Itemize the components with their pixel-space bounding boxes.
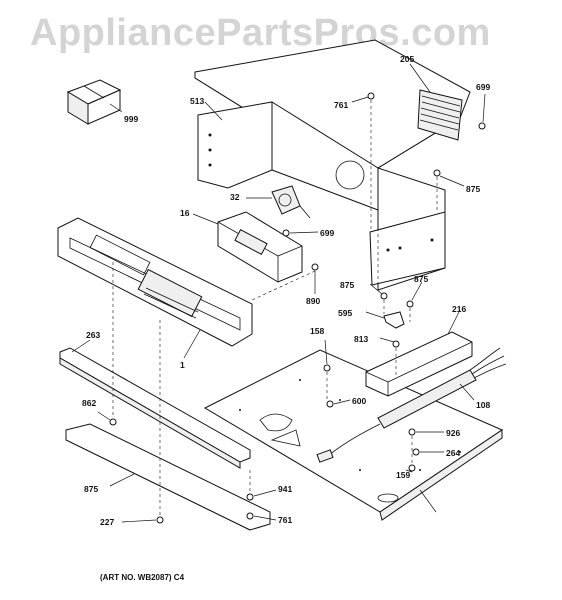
leader-lines	[71, 63, 486, 523]
callout-263: 263	[86, 330, 100, 340]
callout-513: 513	[190, 96, 204, 106]
callout-600: 108	[476, 400, 490, 410]
bottom-tray-part	[203, 349, 504, 521]
callout-699-top: 699	[476, 82, 490, 92]
lower-bracket-part	[65, 423, 271, 531]
callout-1: 1	[180, 360, 185, 370]
callout-941: 761	[278, 515, 292, 525]
bracket-595-part	[383, 311, 405, 329]
trim-strip-part	[59, 347, 251, 469]
control-panel-part	[57, 217, 253, 347]
callout-158: 600	[352, 396, 366, 406]
callout-264: 875	[84, 484, 98, 494]
callout-999: 999	[124, 114, 138, 124]
callout-875-rear: 875	[466, 184, 480, 194]
callout-595: 595	[338, 308, 352, 318]
terminal-block-part	[365, 331, 473, 397]
wire-harness-part	[316, 347, 507, 463]
callout-875-right: 875	[414, 274, 428, 284]
callout-862: 926	[446, 428, 460, 438]
callout-159: 264	[446, 448, 460, 458]
chassis-holes	[208, 133, 434, 252]
top-cover-part	[194, 39, 471, 169]
tray-holes	[239, 379, 461, 471]
door-latch-motor-part	[271, 185, 311, 219]
alignment-lines	[112, 100, 438, 516]
callout-761-bottom: 227	[100, 517, 114, 527]
callout-32: 32	[230, 192, 240, 202]
callout-labels: 999 513 761 205 699 875 32 16 699 890 1 …	[82, 54, 490, 527]
callout-890: 890	[306, 296, 320, 306]
kit-box-part	[66, 79, 122, 125]
callout-761-top: 761	[334, 100, 348, 110]
panel-keypad	[137, 268, 203, 319]
callout-875-mid: 158	[310, 326, 324, 336]
callout-926: 159	[396, 470, 410, 480]
callout-108: 862	[82, 398, 96, 408]
vent-grille	[419, 95, 461, 131]
screws	[109, 92, 486, 524]
callout-205: 205	[400, 54, 414, 64]
callout-16: 16	[180, 208, 190, 218]
watermark-text: AppliancePartsPros.com	[30, 12, 491, 54]
chassis-frame-part	[197, 101, 446, 291]
art-number-caption: (ART NO. WB2087) C4	[100, 573, 185, 582]
callout-699-board: 699	[320, 228, 334, 238]
control-board-part	[217, 211, 303, 283]
callout-875-left: 875	[340, 280, 354, 290]
callout-875-bottom: 941	[278, 484, 292, 494]
callout-813: 813	[354, 334, 368, 344]
callout-216: 216	[452, 304, 466, 314]
